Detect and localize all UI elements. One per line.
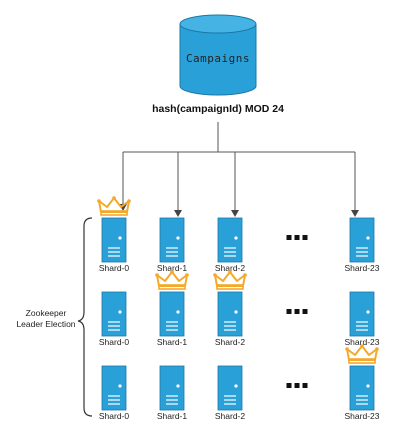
server-icon — [159, 365, 185, 411]
server-icon — [217, 365, 243, 411]
election-label-line2: Leader Election — [16, 319, 75, 329]
routing-connectors — [119, 122, 359, 217]
server-icon — [217, 291, 243, 337]
shard-label: Shard-23 — [345, 411, 380, 421]
shard-node: Shard-1 — [155, 270, 189, 347]
shard-node: Shard-0 — [97, 196, 131, 273]
shard-label: Shard-0 — [99, 411, 130, 421]
ellipsis-dot — [302, 235, 308, 240]
ellipsis-dot — [302, 309, 308, 314]
ellipsis-icon — [286, 309, 308, 314]
server-led — [118, 310, 122, 314]
shard-node: Shard-23 — [345, 291, 380, 347]
shard-node: Shard-0 — [99, 291, 130, 347]
server-icon — [159, 217, 185, 263]
database-label: Campaigns — [186, 52, 250, 65]
campaigns-database: Campaigns — [179, 14, 257, 96]
server-led — [366, 384, 370, 388]
shard-node: Shard-0 — [99, 365, 130, 421]
server-led — [118, 236, 122, 240]
shard-label: Shard-1 — [157, 411, 188, 421]
shard-node: Shard-2 — [215, 365, 246, 421]
shard-node: Shard-23 — [345, 217, 380, 273]
ellipsis-icon — [286, 383, 308, 388]
database-cylinder-body — [179, 24, 257, 96]
server-led — [176, 310, 180, 314]
election-brace — [77, 217, 93, 417]
shard-node: Shard-2 — [213, 270, 247, 347]
server-led — [234, 384, 238, 388]
shard-label: Shard-23 — [345, 337, 380, 347]
shard-label: Shard-0 — [99, 337, 130, 347]
shard-node: Shard-2 — [215, 217, 246, 273]
shard-label: Shard-1 — [157, 263, 188, 273]
routing-formula: hash(campaignId) MOD 24 — [152, 103, 284, 115]
ellipsis-dot — [294, 383, 300, 388]
database-cylinder-top — [179, 14, 257, 34]
server-led — [176, 384, 180, 388]
shard-node: Shard-23 — [345, 344, 380, 421]
shard-node: Shard-1 — [157, 365, 188, 421]
shard-label: Shard-2 — [215, 263, 246, 273]
server-led — [234, 236, 238, 240]
server-led — [234, 310, 238, 314]
ellipsis-dot — [294, 309, 300, 314]
server-led — [176, 236, 180, 240]
server-led — [366, 236, 370, 240]
ellipsis-dot — [294, 235, 300, 240]
leader-crown-icon — [345, 344, 379, 364]
server-icon — [101, 291, 127, 337]
server-icon — [349, 291, 375, 337]
ellipsis-icon — [286, 235, 308, 240]
shard-label: Shard-1 — [157, 337, 188, 347]
ellipsis-dot — [286, 235, 292, 240]
ellipsis-dot — [302, 383, 308, 388]
server-led — [118, 384, 122, 388]
server-icon — [159, 291, 185, 337]
shard-label: Shard-23 — [345, 263, 380, 273]
leader-crown-icon — [97, 196, 131, 216]
ellipsis-dot — [286, 383, 292, 388]
server-led — [366, 310, 370, 314]
shard-label: Shard-0 — [99, 263, 130, 273]
ellipsis-dot — [286, 309, 292, 314]
server-icon — [217, 217, 243, 263]
shard-label: Shard-2 — [215, 337, 246, 347]
leader-crown-icon — [213, 270, 247, 290]
server-icon — [349, 217, 375, 263]
server-icon — [349, 365, 375, 411]
election-label-line1: Zookeeper — [26, 308, 67, 318]
leader-crown-icon — [155, 270, 189, 290]
server-icon — [101, 365, 127, 411]
server-icon — [101, 217, 127, 263]
shard-node: Shard-1 — [157, 217, 188, 273]
shard-label: Shard-2 — [215, 411, 246, 421]
